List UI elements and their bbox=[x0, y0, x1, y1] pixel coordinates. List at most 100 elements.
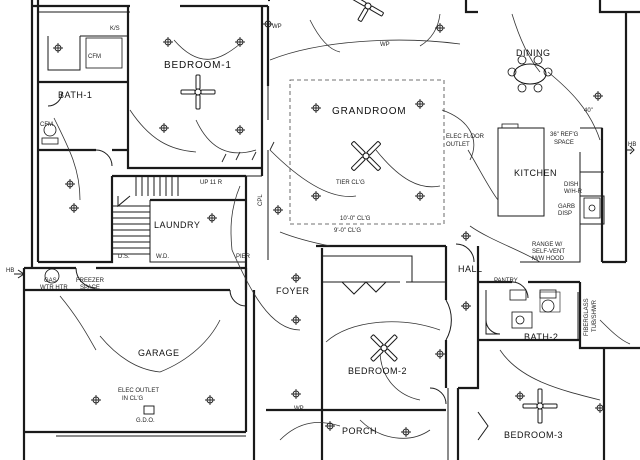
note-wp-3: WP bbox=[294, 406, 304, 412]
walls bbox=[22, 0, 640, 460]
light-fixture-icon bbox=[291, 389, 301, 399]
room-labels: BEDROOM-1 BATH-1 GRANDROOM DINING KITCHE… bbox=[58, 48, 563, 440]
light-fixture-icon bbox=[53, 43, 63, 53]
note-fiberglass-2: TUB/SHWR bbox=[592, 299, 598, 332]
light-fixture-icon bbox=[435, 23, 445, 33]
room-foyer: FOYER bbox=[276, 286, 310, 296]
note-dish-2: W/H-R bbox=[564, 189, 583, 195]
fixtures bbox=[41, 19, 605, 437]
light-fixture-icon bbox=[273, 205, 283, 215]
note-hb-right: HB bbox=[628, 142, 636, 148]
toilet-icon bbox=[43, 123, 57, 137]
wall-stairs bbox=[38, 176, 114, 264]
light-fixture-icon bbox=[435, 349, 445, 359]
kitchen-island bbox=[497, 127, 545, 217]
room-dining: DINING bbox=[516, 48, 551, 58]
note-range-3: M/W HOOD bbox=[532, 256, 565, 262]
hose-bib-left-icon bbox=[14, 269, 25, 279]
room-bedroom1: BEDROOM-1 bbox=[164, 60, 232, 71]
note-cpl: CPL bbox=[258, 194, 264, 206]
room-bedroom2: BEDROOM-2 bbox=[348, 366, 407, 376]
wall-dining-top bbox=[464, 0, 478, 14]
note-fiberglass-1: FIBERGLASS bbox=[584, 298, 590, 336]
light-fixture-icon bbox=[163, 37, 173, 47]
light-fixture-icon bbox=[263, 19, 273, 29]
gdo-icon bbox=[143, 405, 155, 415]
wall-bath2-right bbox=[578, 282, 640, 350]
light-fixture-icon bbox=[461, 301, 471, 311]
light-fixture-icon bbox=[235, 37, 245, 47]
light-fixture-icon bbox=[311, 191, 321, 201]
note-cfm-1: CFM bbox=[88, 54, 101, 60]
room-bath1: BATH-1 bbox=[58, 90, 92, 100]
staircase bbox=[112, 176, 179, 255]
fan-bedroom3-icon bbox=[522, 388, 558, 424]
sink-icon bbox=[515, 315, 525, 325]
note-up-11r: UP 11 R bbox=[200, 180, 223, 186]
annotations: TIER CL'G 10'-0" CL'G 9'-0" CL'G ELEC FL… bbox=[6, 24, 636, 424]
note-gas-1: GAS bbox=[44, 278, 57, 284]
note-ds: D.S. bbox=[118, 254, 130, 260]
wall-bedroom3 bbox=[458, 340, 480, 390]
fan-bedroom2-icon bbox=[370, 334, 398, 362]
pantry-shelf-icon bbox=[509, 289, 527, 301]
note-elec-clg-2: IN CL'G bbox=[122, 396, 143, 402]
room-pantry: PANTRY bbox=[494, 278, 518, 284]
note-range-1: RANGE W/ bbox=[532, 242, 563, 248]
room-kitchen: KITCHEN bbox=[514, 168, 557, 178]
light-fixture-icon bbox=[461, 231, 471, 241]
light-fixture-icon bbox=[325, 421, 335, 431]
light-fixture-icon bbox=[593, 91, 603, 101]
note-gdo: G.D.O. bbox=[136, 418, 155, 424]
light-fixture-icon bbox=[91, 395, 101, 405]
switch-icon bbox=[221, 141, 275, 163]
room-grandroom: GRANDROOM bbox=[332, 106, 406, 117]
tub-icon bbox=[85, 37, 123, 69]
light-fixture-icon bbox=[415, 99, 425, 109]
room-hall: HALL bbox=[458, 264, 483, 274]
light-fixture-icon bbox=[69, 203, 79, 213]
note-ks: K/S bbox=[110, 26, 120, 32]
note-elec-floor-1: ELEC FLOOR bbox=[446, 134, 485, 140]
light-fixture-icon bbox=[595, 403, 605, 413]
light-fixture-icon bbox=[291, 273, 301, 283]
light-fixture-icon bbox=[401, 427, 411, 437]
range-icon bbox=[539, 291, 561, 313]
note-clg-10: 10'-0" CL'G bbox=[340, 216, 371, 222]
note-garb-2: DISP bbox=[558, 211, 572, 217]
note-wp-1: WP bbox=[272, 24, 282, 30]
room-bath2: BATH-2 bbox=[524, 332, 558, 342]
fan-bedroom1-icon bbox=[180, 74, 216, 110]
light-fixture-icon bbox=[65, 179, 75, 189]
dining-table-icon bbox=[507, 55, 553, 93]
grandroom-ceiling-outline bbox=[289, 79, 445, 225]
room-garage: GARAGE bbox=[138, 348, 180, 358]
note-freezer-1: FREEZER bbox=[76, 278, 105, 284]
note-ht: 40" bbox=[584, 108, 593, 114]
note-tier-clg: TIER CL'G bbox=[336, 180, 365, 186]
exterior-wall-left bbox=[22, 0, 34, 460]
water-heater-icon bbox=[44, 268, 60, 284]
note-dish-1: DISH bbox=[564, 182, 578, 188]
note-clg-9: 9'-0" CL'G bbox=[334, 228, 361, 234]
sink-kitchen-icon bbox=[583, 197, 601, 219]
fan-top-icon bbox=[352, 0, 384, 22]
room-porch: PORCH bbox=[342, 426, 377, 436]
light-fixture-icon bbox=[207, 213, 217, 223]
light-fixture-icon bbox=[291, 315, 301, 325]
note-wp-2: WP bbox=[380, 42, 390, 48]
light-fixture-icon bbox=[311, 103, 321, 113]
note-range-2: SELF-VENT bbox=[532, 249, 565, 255]
door-swings bbox=[47, 91, 529, 441]
light-fixture-icon bbox=[235, 125, 245, 135]
note-freezer-2: SPACE bbox=[80, 285, 100, 291]
wiring bbox=[53, 13, 631, 441]
note-refg-2: SPACE bbox=[554, 140, 574, 146]
note-elec-clg-1: ELEC OUTLET bbox=[118, 388, 159, 394]
note-pier: PIER bbox=[236, 254, 251, 260]
light-fixture-icon bbox=[515, 391, 525, 401]
light-fixture-icon bbox=[205, 395, 215, 405]
note-cfm-2: CFM bbox=[40, 122, 53, 128]
